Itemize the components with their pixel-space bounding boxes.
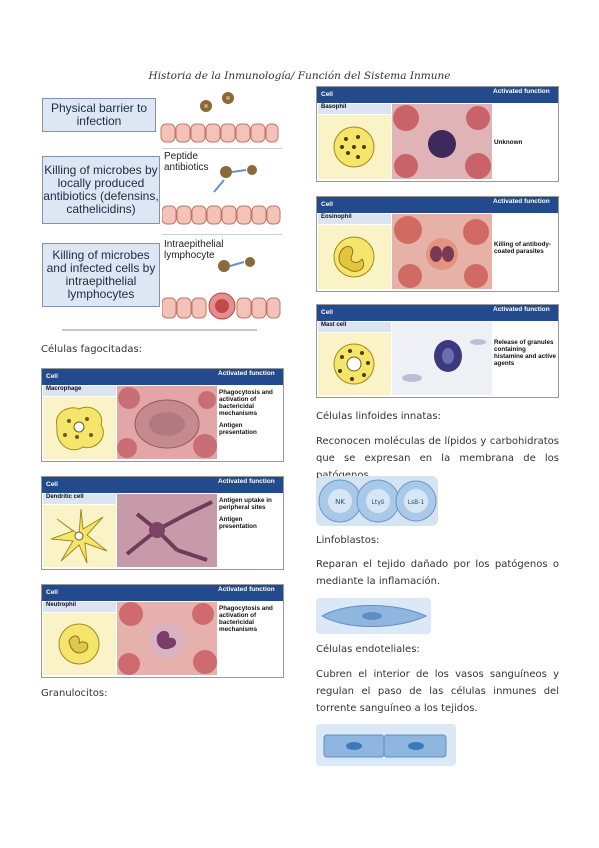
peptide-antibiotics-label: Peptide antibiotics — [164, 151, 209, 173]
eosinophil-photo — [392, 214, 492, 289]
linfoblastos-description: Reparan el tejido dañado por los patógen… — [316, 559, 559, 587]
section-linfoblastos: Linfoblastos: — [316, 535, 380, 546]
physical-barrier-diagram — [156, 86, 280, 146]
lymphoblast-illustration — [316, 598, 431, 634]
cell-name: Mast cell — [318, 322, 391, 332]
macrophage-photo — [117, 386, 217, 459]
col-function-header: Activated function — [218, 370, 275, 377]
microbe-icon — [200, 92, 234, 112]
macrophage-card: Cell Activated function Macrophage Phagoc… — [41, 368, 284, 462]
svg-text:NK: NK — [335, 498, 345, 506]
dendritic-cell-photo — [117, 494, 217, 567]
macrophage-icon — [43, 397, 116, 459]
cell-name: Basophil — [318, 104, 391, 114]
section-fagocitadas: Células fagocitadas: — [41, 344, 143, 355]
svg-text:Ltγδ: Ltγδ — [372, 499, 385, 506]
mast-cell-icon — [318, 333, 391, 395]
antibiotics-killing-label: Killing of microbes by locally produced … — [42, 156, 160, 224]
mast-cell-functions: Release of granules containing histamine… — [494, 339, 556, 367]
basophil-functions: Unknown — [494, 139, 523, 146]
epithelial-barrier-figure: Physical barrier to infection Killing of… — [38, 83, 284, 331]
section-linfoides: Células linfoides innatas: — [316, 411, 441, 422]
nk-cell: NK — [318, 479, 362, 523]
eosinophil-icon — [318, 225, 391, 289]
innate-lymphoid-cells-illustration: NK Ltγδ LsB-1 — [316, 476, 438, 526]
figure-caption — [62, 329, 257, 331]
neutrophil-icon — [43, 613, 116, 675]
section-endoteliales: Células endoteliales: — [316, 644, 420, 655]
endothelial-cells-illustration — [316, 724, 456, 766]
basophil-photo — [392, 104, 492, 179]
linfoides-description: Reconocen moléculas de lípidos y carbohi… — [316, 436, 559, 481]
intraepithelial-lymphocyte-label: Intraepithelial lymphocyte — [164, 239, 224, 261]
mast-cell-photo — [392, 322, 492, 395]
lt-cell: Ltγδ — [356, 479, 400, 523]
lymphocyte-killing-label: Killing of microbes and infected cells b… — [42, 243, 160, 307]
eosinophil-functions: Killing of antibody-coated parasites — [494, 241, 552, 255]
svg-text:LsB-1: LsB-1 — [408, 499, 425, 506]
lb-cell: LsB-1 — [395, 480, 437, 522]
cell-name: Macrophage — [43, 386, 116, 396]
antibiotics-diagram — [162, 148, 282, 230]
cell-name: Neutrophil — [43, 602, 116, 612]
neutrophil-photo — [117, 602, 217, 675]
intraepithelial-lymphocyte-diagram — [162, 234, 282, 326]
endoteliales-description: Cubren el interior de los vasos sanguíne… — [316, 669, 559, 714]
macrophage-functions: Phagocytosis and activation of bacterici… — [219, 389, 273, 436]
basophil-icon — [318, 115, 391, 179]
neutrophil-functions: Phagocytosis and activation of bacterici… — [219, 605, 273, 633]
cell-name: Dendritic cell — [43, 494, 116, 504]
section-granulocitos: Granulocitos: — [41, 688, 108, 699]
page-title: Historia de la Inmunología/ Función del … — [148, 70, 451, 82]
cell-name: Eosinophil — [318, 214, 391, 224]
dendritic-cell-icon — [43, 505, 116, 567]
col-cell-header: Cell — [46, 373, 58, 380]
physical-barrier-label: Physical barrier to infection — [42, 98, 156, 132]
